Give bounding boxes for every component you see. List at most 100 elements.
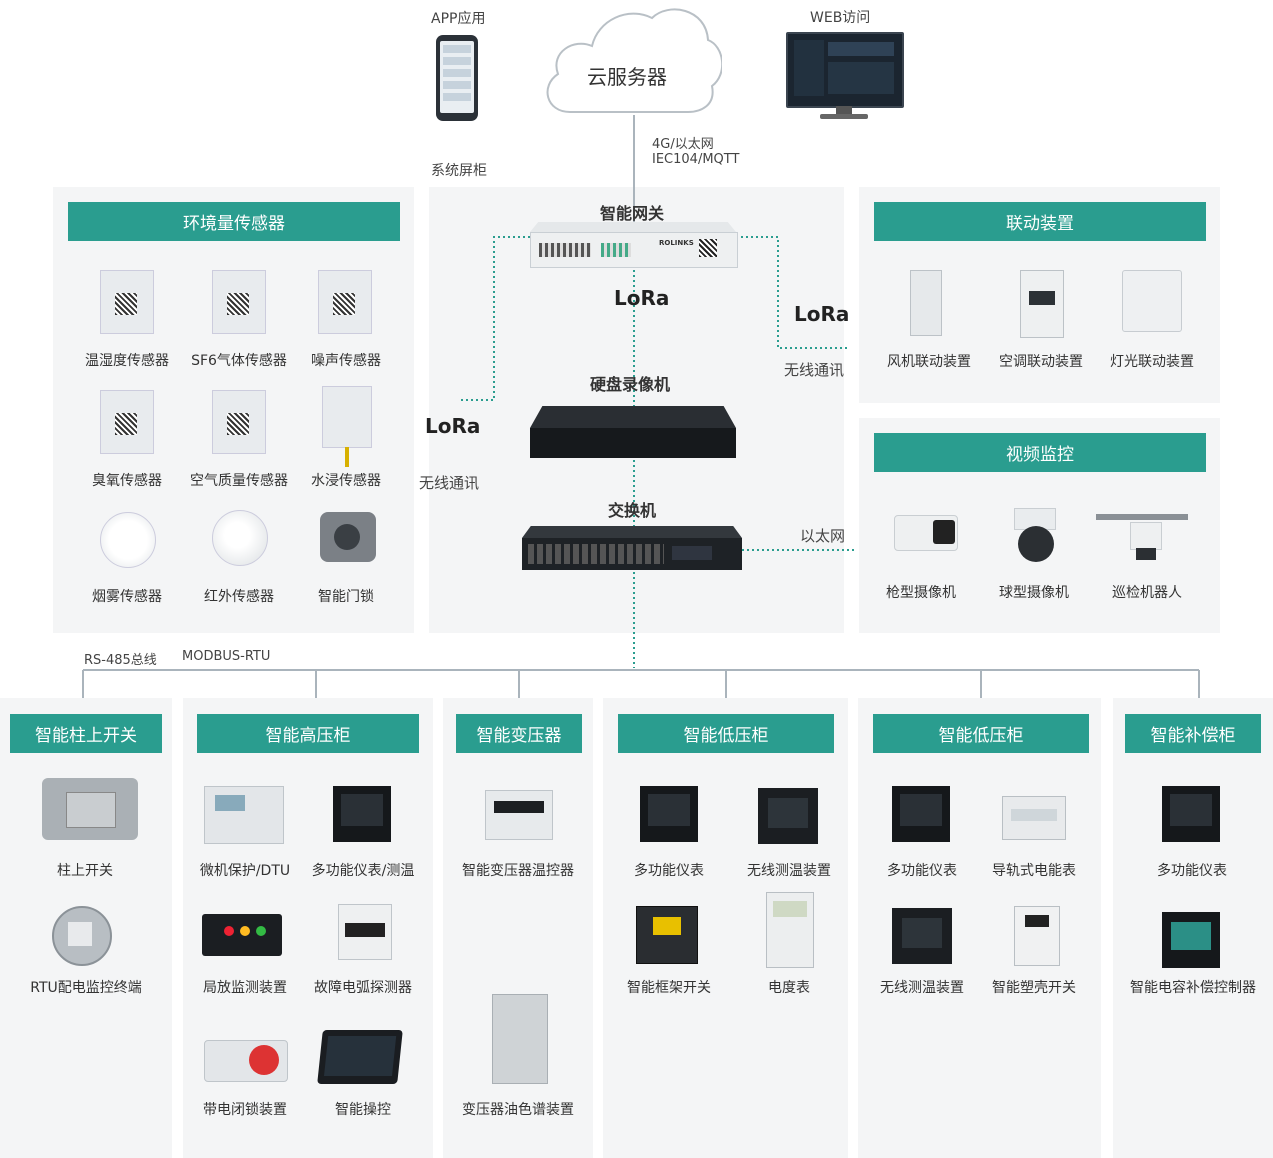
- smart-lock-icon: [320, 512, 376, 562]
- linkage-item-label: 风机联动装置: [887, 354, 971, 370]
- bottom-header-5: 智能低压柜: [873, 714, 1089, 753]
- partial-discharge-icon: [202, 914, 282, 956]
- bottom5-item-label: 多功能仪表: [887, 863, 957, 879]
- frame-breaker-icon: [636, 906, 698, 964]
- bottom2-item-label: 微机保护/DTU: [199, 863, 291, 879]
- gateway-device: ROLINKS: [530, 222, 738, 268]
- env-item-label: 水浸传感器: [311, 473, 381, 489]
- air-quality-sensor-icon: [212, 390, 266, 454]
- noise-sensor-icon: [318, 270, 372, 334]
- env-item-label: 臭氧传感器: [92, 473, 162, 489]
- env-item-label: 空气质量传感器: [190, 473, 288, 489]
- linkage-item-label: 空调联动装置: [999, 354, 1083, 370]
- web-label: WEB访问: [810, 10, 871, 26]
- arc-fault-detector-icon: [338, 904, 392, 960]
- bottom6-item-label: 智能电容补偿控制器: [1130, 980, 1256, 996]
- bottom5-item-label: 智能塑壳开关: [992, 980, 1076, 996]
- env-item-label: 红外传感器: [204, 589, 274, 605]
- molded-case-breaker-icon: [1014, 906, 1060, 966]
- ozone-sensor-icon: [100, 390, 154, 454]
- fan-linkage-device-icon: [910, 270, 942, 336]
- bottom6-item-label: 多功能仪表: [1157, 863, 1227, 879]
- wireless-left-label: 无线通讯: [419, 474, 480, 492]
- ac-linkage-device-icon: [1020, 270, 1064, 338]
- bottom2-item-label: 智能操控: [335, 1102, 391, 1118]
- transformer-temp-controller-icon: [485, 790, 553, 840]
- env-item-label: 烟雾传感器: [92, 589, 162, 605]
- modbus-label: MODBUS-RTU: [182, 649, 271, 664]
- cloud-label: 云服务器: [587, 65, 667, 89]
- bottom4-item-label: 多功能仪表: [634, 863, 704, 879]
- gateway-title: 智能网关: [600, 204, 665, 223]
- micro-protection-icon: [204, 786, 284, 844]
- env-item-label: 噪声传感器: [311, 353, 381, 369]
- bottom2-item-label: 带电闭锁装置: [203, 1102, 287, 1118]
- smart-control-tablet-icon: [317, 1030, 403, 1084]
- live-lock-device-icon: [204, 1040, 288, 1082]
- video-item-label: 球型摄像机: [999, 585, 1069, 601]
- infrared-sensor-icon: [212, 510, 268, 566]
- cabinet-label: 系统屏柜: [431, 163, 487, 179]
- temperature-humidity-sensor-icon: [100, 270, 154, 334]
- env-item-label: 智能门锁: [318, 589, 374, 605]
- bottom-header-2: 智能高压柜: [197, 714, 419, 753]
- bottom5-item-label: 导轨式电能表: [992, 863, 1076, 879]
- multifunction-meter-icon: [640, 786, 698, 842]
- net-protocol-1: 4G/以太网: [652, 137, 714, 152]
- linkage-item-label: 灯光联动装置: [1110, 354, 1194, 370]
- din-rail-meter-icon: [1002, 796, 1066, 840]
- video-item-label: 枪型摄像机: [886, 585, 956, 601]
- ethernet-label: 以太网: [800, 527, 846, 545]
- lora-center-logo: LoRa: [614, 286, 670, 310]
- energy-meter-icon: [766, 892, 814, 968]
- switch-device: [522, 526, 742, 572]
- light-linkage-device-icon: [1122, 270, 1182, 332]
- bottom1-item-label: RTU配电监控终端: [30, 980, 142, 996]
- env-item-label: SF6气体传感器: [191, 353, 287, 369]
- lora-left-logo: LoRa: [425, 414, 481, 438]
- bottom2-item-label: 局放监测装置: [203, 980, 287, 996]
- switch-title: 交换机: [608, 501, 657, 520]
- rs485-label: RS-485总线: [84, 653, 157, 668]
- multifunction-meter-icon: [1162, 786, 1220, 842]
- app-label: APP应用: [431, 11, 486, 27]
- smoke-sensor-icon: [100, 512, 156, 568]
- rtu-terminal-icon: [52, 906, 112, 966]
- bottom4-item-label: 无线测温装置: [747, 863, 831, 879]
- video-header: 视频监控: [874, 433, 1206, 472]
- bottom4-item-label: 电度表: [768, 980, 810, 996]
- wireless-temp-device-icon: [758, 788, 818, 844]
- bottom-header-6: 智能补偿柜: [1125, 714, 1261, 753]
- env-header: 环境量传感器: [68, 202, 400, 241]
- sf6-sensor-icon: [212, 270, 266, 334]
- cloud-icon: [540, 0, 724, 118]
- gateway-brand: ROLINKS: [659, 239, 694, 247]
- nvr-device: [530, 406, 736, 460]
- lora-right-logo: LoRa: [794, 302, 850, 326]
- oil-chromatography-cabinet-icon: [492, 994, 548, 1084]
- bottom2-item-label: 故障电弧探测器: [314, 980, 412, 996]
- multifunction-meter-icon: [333, 786, 391, 842]
- bottom-header-1: 智能柱上开关: [10, 714, 162, 753]
- bottom1-item-label: 柱上开关: [57, 863, 113, 879]
- nvr-title: 硬盘录像机: [590, 375, 671, 394]
- video-item-label: 巡检机器人: [1112, 585, 1182, 601]
- bottom5-item-label: 无线测温装置: [880, 980, 964, 996]
- bottom-header-3: 智能变压器: [456, 714, 582, 753]
- dome-camera-icon: [1008, 508, 1060, 566]
- pole-switch-icon: [42, 778, 138, 840]
- bottom3-item-label: 智能变压器温控器: [462, 863, 574, 879]
- bullet-camera-icon: [894, 515, 958, 551]
- wireless-right-label: 无线通讯: [784, 361, 845, 379]
- bottom-header-4: 智能低压柜: [618, 714, 834, 753]
- linkage-header: 联动装置: [874, 202, 1206, 241]
- net-protocol-2: IEC104/MQTT: [652, 152, 740, 167]
- inspection-robot-icon: [1096, 510, 1188, 564]
- capacitor-controller-icon: [1162, 912, 1220, 968]
- bottom3-item-label: 变压器油色谱装置: [462, 1102, 574, 1118]
- bottom2-item-label: 多功能仪表/测温: [311, 863, 415, 879]
- monitor-icon: [786, 32, 904, 122]
- multifunction-meter-icon: [892, 786, 950, 842]
- water-leak-sensor-icon: [322, 386, 372, 467]
